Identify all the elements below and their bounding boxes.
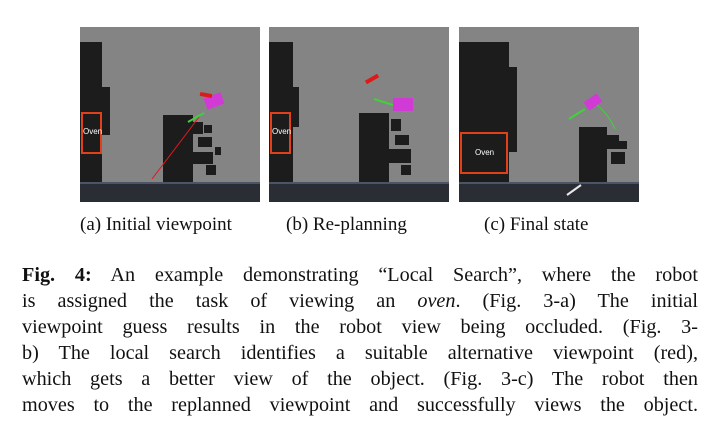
clutter bbox=[389, 119, 411, 175]
caption-line: Fig. 4: An example demonstrating “Local … bbox=[22, 264, 698, 286]
view-ray bbox=[151, 112, 203, 180]
caption-line: which gets a better view of the object. … bbox=[22, 368, 698, 390]
oven-box bbox=[81, 112, 102, 154]
subcaption-a: (a) Initial viewpoint bbox=[80, 214, 232, 235]
oven-label: Oven bbox=[475, 148, 494, 157]
clutter bbox=[607, 135, 627, 164]
robot bbox=[583, 93, 603, 111]
panel-final-state: Oven bbox=[459, 27, 639, 202]
map-final-state: Oven bbox=[459, 27, 639, 202]
center-obstacle bbox=[359, 113, 389, 182]
clutter bbox=[193, 122, 221, 175]
object-name: oven bbox=[417, 290, 456, 312]
caption-line: moves to the replanned viewpoint and suc… bbox=[22, 394, 698, 416]
subcaption-c: (c) Final state bbox=[484, 214, 589, 235]
caption-line: b) The local search identifies a suitabl… bbox=[22, 342, 698, 364]
view-ray bbox=[373, 98, 394, 106]
floor-band bbox=[80, 182, 260, 202]
oven-box bbox=[460, 132, 508, 174]
panel-re-planning: Oven bbox=[269, 27, 449, 202]
subcaptions: (a) Initial viewpoint (b) Re-planning (c… bbox=[0, 214, 720, 240]
map-re-planning: Oven bbox=[269, 27, 449, 202]
figure-label: Fig. 4: bbox=[22, 264, 92, 286]
oven-label: Oven bbox=[272, 127, 291, 136]
view-ray bbox=[568, 108, 586, 120]
caption-line: viewpoint guess results in the robot vie… bbox=[22, 316, 698, 338]
oven-label: Oven bbox=[83, 127, 102, 136]
replanned-viewpoint bbox=[364, 73, 380, 85]
replanned-viewpoint bbox=[199, 91, 213, 99]
figure-panels: Oven Oven bbox=[0, 27, 720, 202]
map-initial-viewpoint: Oven bbox=[80, 27, 260, 202]
center-obstacle bbox=[163, 115, 193, 182]
center-obstacle bbox=[579, 127, 607, 182]
oven-box bbox=[270, 112, 291, 154]
subcaption-b: (b) Re-planning bbox=[286, 214, 407, 235]
caption-line: is assigned the task of viewing an oven.… bbox=[22, 290, 698, 312]
panel-initial-viewpoint: Oven bbox=[80, 27, 260, 202]
robot bbox=[393, 98, 413, 111]
figure-caption: Fig. 4: An example demonstrating “Local … bbox=[22, 262, 698, 418]
